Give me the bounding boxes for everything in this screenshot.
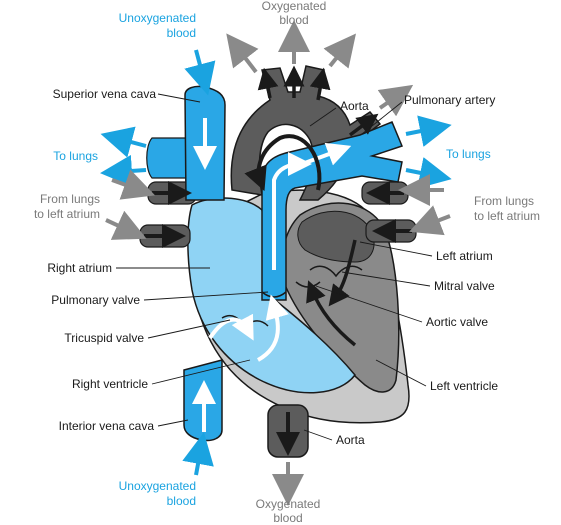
leader-aorta-top [309, 107, 337, 127]
label-inferior-vena-cava: Interior vena cava [59, 419, 155, 433]
leader-superior-vena-cava [157, 93, 201, 103]
label-left-ventricle: Left ventricle [430, 379, 498, 393]
label-from-lungs-left-1: From lungs [40, 192, 100, 206]
label-pulmonary-valve: Pulmonary valve [51, 293, 140, 307]
ext-arrow-to-lungs-left-1 [100, 126, 147, 158]
leader-left-atrium [359, 241, 433, 257]
ext-arrow-from-lungs-left-1 [111, 169, 156, 200]
label-oxygenated-bottom-1: Oxygenated [256, 497, 321, 511]
ext-arrow-unoxygenated-bottom [182, 432, 214, 476]
label-from-lungs-right-2: to left atrium [474, 209, 540, 223]
flow-arrow-arch-right [348, 113, 379, 137]
leader-left-ventricle [375, 359, 427, 387]
label-oxygenated-top-1: Oxygenated [262, 0, 327, 13]
leader-mitral-valve [341, 271, 431, 287]
label-from-lungs-left-2: to left atrium [34, 207, 100, 221]
ext-arrow-oxygenated-top-1 [226, 33, 259, 74]
label-tricuspid-valve: Tricuspid valve [64, 331, 144, 345]
flow-arrow-rv-to-pa [256, 294, 289, 362]
label-pulmonary-artery: Pulmonary artery [404, 93, 495, 107]
flow-arrow-arch-up-1 [257, 67, 279, 99]
flow-arrow-pa-right [301, 142, 352, 166]
ext-arrow-unoxygenated-top [184, 49, 216, 96]
label-aortic-valve: Aortic valve [426, 315, 488, 329]
flow-arrow-ra-to-rv [208, 313, 254, 341]
label-right-atrium: Right atrium [47, 261, 112, 275]
label-left-atrium: Left atrium [436, 249, 493, 263]
label-aorta-top: Aorta [340, 99, 369, 113]
label-unoxygenated-bottom-2: blood [167, 494, 196, 508]
label-from-lungs-right-1: From lungs [474, 194, 534, 208]
label-to-lungs-left: To lungs [53, 149, 98, 163]
label-superior-vena-cava: Superior vena cava [53, 87, 157, 101]
label-to-lungs-right: To lungs [446, 147, 491, 161]
flow-arrow-lv-to-aorta [306, 280, 357, 347]
ext-arrow-from-lungs-left-2 [105, 210, 147, 240]
leader-pulmonary-artery [361, 101, 403, 135]
leader-aortic-valve [315, 285, 423, 323]
ext-arrow-to-lungs-right-2 [405, 157, 452, 189]
leader-pulmonary-valve [143, 291, 269, 301]
ext-arrow-to-lungs-right-1 [405, 115, 452, 147]
leader-aorta-bottom [303, 429, 333, 441]
leader-tricuspid-valve [147, 319, 231, 339]
ext-arrow-to-lungs-left-2 [100, 154, 147, 187]
label-unoxygenated-top-1: Unoxygenated [119, 11, 196, 25]
ext-arrow-oxygenated-top-4 [377, 84, 414, 117]
flow-arrow-pa-up [272, 152, 312, 270]
label-right-ventricle: Right ventricle [72, 377, 148, 391]
label-aorta-bottom: Aorta [336, 433, 365, 447]
leader-right-ventricle [151, 359, 251, 385]
label-mitral-valve: Mitral valve [434, 279, 495, 293]
ext-arrow-from-lungs-right-2 [409, 205, 451, 236]
leader-inferior-vena-cava [157, 419, 189, 427]
label-oxygenated-top-2: blood [279, 13, 308, 27]
label-oxygenated-bottom-2: blood [273, 511, 302, 525]
ext-arrow-oxygenated-top-3 [323, 33, 356, 69]
left-atrium-inner [297, 210, 375, 263]
flow-arrow-aorta-arch [244, 134, 322, 192]
flow-arrow-arch-up-3 [309, 67, 331, 101]
label-unoxygenated-bottom-1: Unoxygenated [119, 479, 196, 493]
label-unoxygenated-top-2: blood [167, 26, 196, 40]
mitral-valve-shape [309, 265, 363, 278]
